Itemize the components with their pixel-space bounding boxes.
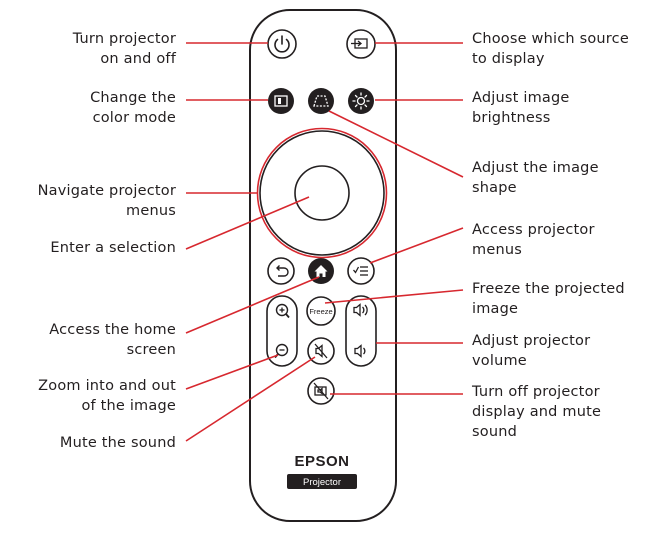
label-source: Choose which source to display: [472, 31, 629, 67]
label-av-mute: Turn off projector display and mute soun…: [472, 384, 602, 440]
keystone-icon: [313, 95, 329, 107]
home-button[interactable]: [308, 258, 334, 284]
menu-icon: [352, 266, 368, 276]
zoom-out-icon: [275, 343, 289, 357]
av-mute-icon: [313, 382, 329, 400]
enter-button[interactable]: [294, 165, 350, 221]
power-button[interactable]: [267, 29, 297, 59]
volume-up-button[interactable]: [353, 303, 368, 317]
label-power: Turn projector on and off: [72, 31, 176, 67]
volume-rocker: [345, 295, 377, 367]
volume-down-icon: [354, 344, 366, 358]
mute-button[interactable]: [307, 337, 335, 365]
home-icon: [314, 265, 328, 277]
label-mute: Mute the sound: [59, 435, 176, 451]
menu-button[interactable]: [347, 257, 375, 285]
label-home: Access the home screen: [49, 322, 176, 358]
freeze-button[interactable]: Freeze: [306, 296, 336, 326]
leader-zoom: [185, 354, 279, 390]
label-navigate: Navigate projector menus: [37, 183, 176, 219]
leader-lines: [185, 42, 464, 442]
label-freeze: Freeze the projected image: [472, 281, 625, 317]
leader-mute: [185, 356, 316, 442]
leader-enter: [185, 196, 310, 250]
av-mute-button[interactable]: [307, 377, 335, 405]
label-shape: Adjust the image shape: [472, 160, 599, 196]
nav-highlight-ring: [256, 127, 388, 259]
power-icon: [274, 38, 290, 53]
label-color-mode: Change the color mode: [90, 90, 176, 126]
zoom-rocker: [266, 295, 298, 367]
label-enter: Enter a selection: [50, 240, 176, 256]
leader-shape: [328, 110, 464, 178]
brightness-button[interactable]: [348, 88, 374, 114]
leader-menus: [369, 227, 464, 264]
label-zoom: Zoom into and out of the image: [38, 378, 176, 414]
label-brightness: Adjust image brightness: [472, 90, 570, 126]
leader-freeze: [324, 289, 464, 304]
label-menus: Access projector menus: [472, 222, 595, 258]
shape-button[interactable]: [308, 88, 334, 114]
zoom-in-icon: [275, 303, 289, 317]
back-button[interactable]: [267, 257, 295, 285]
brand-logo: EPSON: [294, 453, 349, 470]
model-badge: [287, 474, 357, 489]
freeze-button-label: Freeze: [309, 307, 332, 316]
source-button[interactable]: [346, 29, 376, 59]
leader-home: [185, 276, 320, 334]
volume-down-button[interactable]: [354, 344, 366, 358]
color-mode-icon: [274, 95, 288, 107]
brightness-icon: [352, 92, 370, 110]
back-icon: [277, 267, 289, 277]
mute-icon: [314, 343, 328, 359]
zoom-in-button[interactable]: [275, 303, 290, 319]
volume-up-icon: [353, 303, 368, 317]
color-mode-button[interactable]: [268, 88, 294, 114]
label-volume: Adjust projector volume: [472, 333, 591, 369]
model-label: Projector: [303, 477, 341, 488]
source-icon: [351, 38, 368, 49]
